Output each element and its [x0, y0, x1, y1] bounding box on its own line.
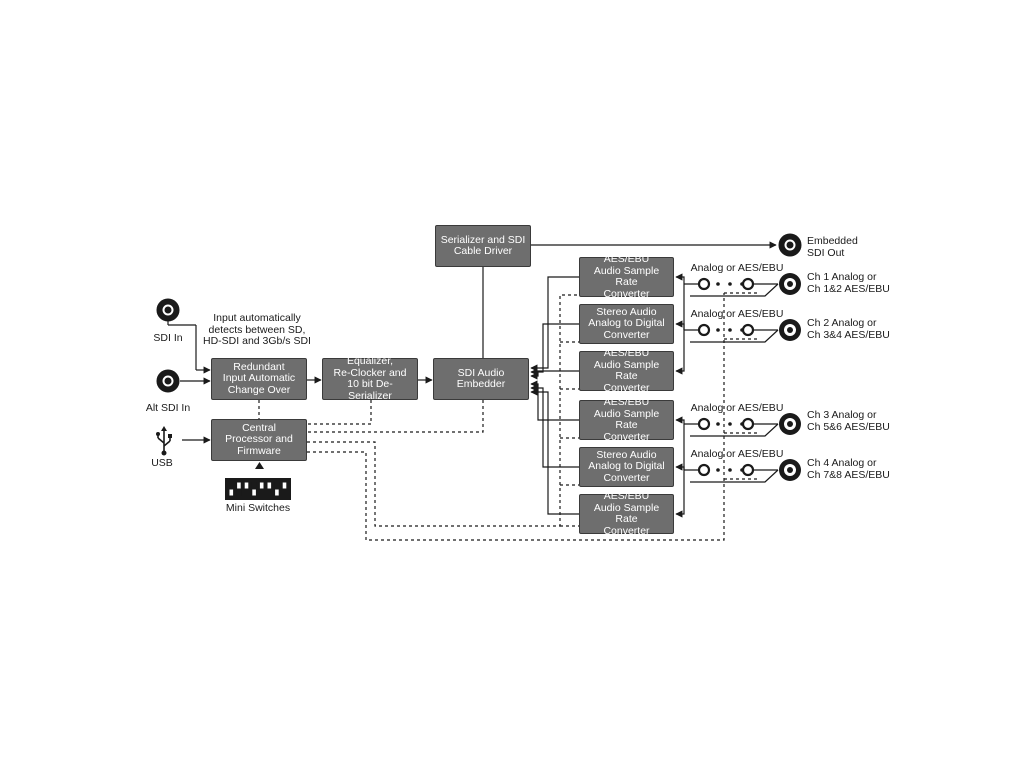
usb-label: USB	[151, 457, 173, 469]
connectors	[156, 233, 802, 500]
switch-label-3: Analog or AES/EBU	[690, 402, 784, 414]
switch-to-converter-wire	[675, 284, 685, 375]
switch-dot	[716, 328, 720, 332]
input-switches	[690, 273, 801, 483]
switch-toggle	[244, 488, 249, 496]
connector-pin	[787, 327, 793, 333]
switch-toggle	[236, 488, 242, 496]
converter-block-5: Stereo Audio Analog to Digital Converter	[579, 447, 674, 487]
switch-to-converter-wire	[675, 424, 685, 518]
converter-to-embedder-wire	[530, 276, 579, 372]
converter-block-3: AES/EBU Audio Sample Rate Converter	[579, 347, 674, 393]
switch-contact	[697, 277, 711, 291]
control-lines	[258, 292, 760, 541]
sdi-in-label: SDI In	[153, 332, 183, 344]
bnc-connector-icon	[779, 319, 801, 341]
redundant-input-block: Redundant Input Automatic Change Over	[211, 358, 307, 400]
switch-contact	[741, 277, 755, 291]
embedded-sdi-out-label: Embedded SDI Out	[807, 235, 858, 259]
serializer-block: Serializer and SDI Cable Driver	[435, 225, 531, 267]
switch-dot	[728, 328, 732, 332]
switch-control-bus	[307, 293, 725, 541]
switch-diagonal-wire	[690, 469, 779, 483]
channel-label-4: Ch 4 Analog or Ch 7&8 AES/EBU	[807, 457, 890, 481]
connector-pin	[787, 467, 793, 473]
switch-label-1: Analog or AES/EBU	[690, 262, 784, 274]
converter-block-4: AES/EBU Audio Sample Rate Converter	[579, 396, 674, 442]
channel-label-2: Ch 2 Analog or Ch 3&4 AES/EBU	[807, 317, 890, 341]
switch-contact	[697, 463, 711, 477]
alt-sdi-in-label: Alt SDI In	[145, 402, 191, 414]
bnc-connector-icon	[778, 233, 802, 257]
switch-diagonal-wire	[690, 329, 779, 343]
bnc-connector-icon	[156, 298, 180, 322]
switch-contact	[697, 323, 711, 337]
converter-to-embedder-wire	[530, 380, 579, 421]
switch-to-converter-wire	[675, 273, 685, 284]
dip-switch-icon	[225, 478, 291, 500]
channel-label-1: Ch 1 Analog or Ch 1&2 AES/EBU	[807, 271, 890, 295]
switch-dot	[716, 468, 720, 472]
embedder-control	[307, 400, 484, 433]
bnc-connector-icon	[779, 273, 801, 295]
bnc-connector-icon	[779, 459, 801, 481]
switches-to-central-arrow	[255, 462, 264, 469]
converter-to-embedder-wire	[530, 370, 579, 380]
switch-toggle	[274, 482, 280, 490]
switch-to-converter-wire	[675, 463, 685, 471]
channel-label-3: Ch 3 Analog or Ch 5&6 AES/EBU	[807, 409, 890, 433]
equalizer-control	[307, 400, 372, 425]
switch-label-4: Analog or AES/EBU	[690, 448, 784, 460]
auto-detect-note: Input automatically detects between SD, …	[203, 312, 311, 347]
switch-to-converter-wire	[675, 320, 685, 330]
converter-to-embedder-wire	[530, 384, 579, 468]
converter-to-embedder-wire	[530, 388, 579, 515]
usb-icon	[156, 426, 172, 456]
switch-contact	[697, 417, 711, 431]
switch-contact	[741, 417, 755, 431]
signal-lines	[167, 241, 777, 469]
audio-embedder-block: SDI Audio Embedder	[433, 358, 529, 400]
converter-bus-lines	[530, 273, 704, 518]
switch-dot	[716, 282, 720, 286]
converter-block-2: Stereo Audio Analog to Digital Converter	[579, 304, 674, 344]
switch-dot	[716, 422, 720, 426]
connector-pin	[787, 281, 793, 287]
bnc-connector-icon	[156, 369, 180, 393]
switch-toggle	[251, 482, 257, 490]
converter-control-bus	[307, 294, 579, 527]
switch-contact	[741, 463, 755, 477]
switch-dot	[728, 282, 732, 286]
central-processor-block: Central Processor and Firmware	[211, 419, 307, 461]
switch-toggle	[282, 488, 287, 496]
connector-pin	[787, 421, 793, 427]
switch-dot	[728, 422, 732, 426]
mini-switches-label: Mini Switches	[225, 502, 291, 514]
switch-diagonal-wire	[690, 423, 779, 437]
converter-to-embedder-wire	[530, 323, 579, 376]
switch-toggle	[259, 488, 264, 496]
equalizer-block: Equalizer, Re-Clocker and 10 bit De-Seri…	[322, 355, 418, 401]
converter-block-1: AES/EBU Audio Sample Rate Converter	[579, 253, 674, 299]
bnc-connector-icon	[779, 413, 801, 435]
switch-to-converter-wire	[675, 416, 685, 424]
switch-dot	[728, 468, 732, 472]
converter-block-6: AES/EBU Audio Sample Rate Converter	[579, 490, 674, 536]
switch-diagonal-wire	[690, 283, 779, 297]
switch-toggle	[229, 482, 234, 490]
switch-toggle	[267, 488, 272, 496]
switch-contact	[741, 323, 755, 337]
switch-label-2: Analog or AES/EBU	[690, 308, 784, 320]
